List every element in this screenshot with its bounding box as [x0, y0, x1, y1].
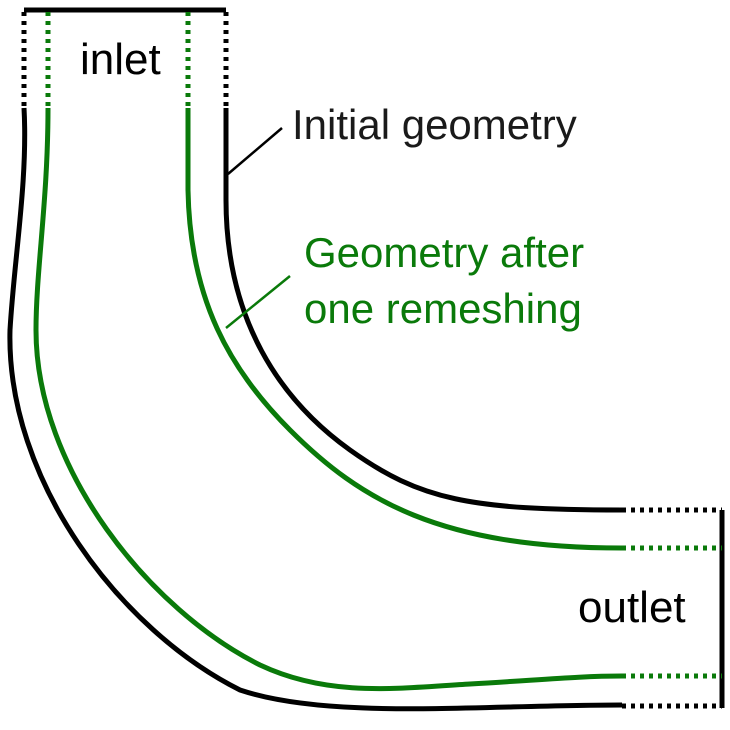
- remeshed-geometry-label-line1: Geometry after: [304, 229, 585, 276]
- remeshed-geometry-label-line2: one remeshing: [304, 285, 582, 332]
- outlet-label: outlet: [578, 583, 686, 632]
- remeshed-outer-wall: [33, 107, 623, 692]
- initial-inner-wall: [223, 108, 623, 513]
- remeshed-inner-wall: [185, 108, 623, 551]
- remeshed-geometry: [33, 12, 722, 692]
- initial-geometry-leader-line: [227, 127, 283, 175]
- inlet-label: inlet: [80, 35, 161, 84]
- initial-geometry-label: Initial geometry: [292, 101, 577, 148]
- remeshed-geometry-leader-line: [225, 275, 291, 329]
- initial-outer-wall: [7, 107, 623, 712]
